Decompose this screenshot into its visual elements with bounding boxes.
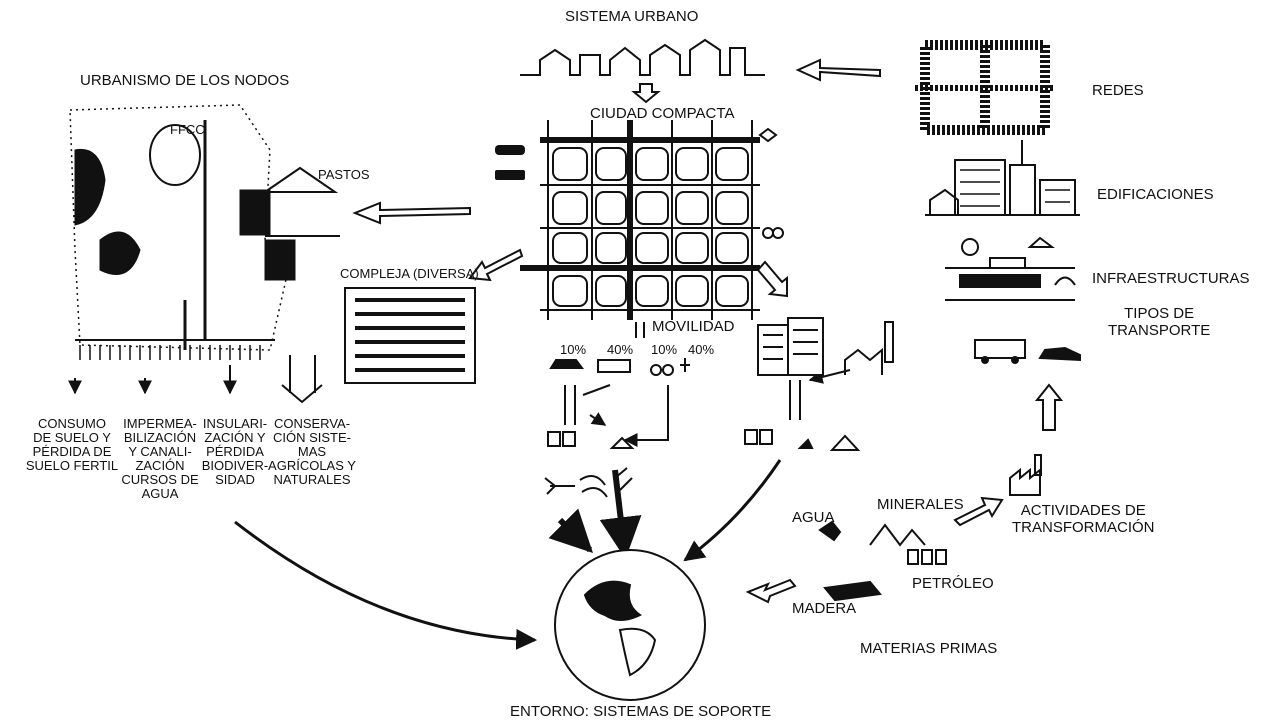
infraestructuras-sketch xyxy=(945,236,1076,301)
label-petroleo: PETRÓLEO xyxy=(912,575,994,592)
compleja-diversa-box xyxy=(344,287,476,384)
label-actividades-transformacion: ACTIVIDADES DE TRANSFORMACIÓN xyxy=(1012,502,1155,536)
edificaciones-sketch xyxy=(925,140,1080,216)
urban-skyline-sketch xyxy=(520,38,765,76)
label-pct-walk: 40% xyxy=(688,342,715,357)
label-materias-primas: MATERIAS PRIMAS xyxy=(860,640,998,657)
earth-globe xyxy=(554,549,706,701)
redes-to-urban-arrow xyxy=(795,58,881,82)
compleja-diversa-glyphs xyxy=(355,298,465,372)
label-sistema-urbano: SISTEMA URBANO xyxy=(565,8,699,25)
label-movilidad: MOVILIDAD xyxy=(652,318,735,335)
minerales-to-factory-arrow xyxy=(953,496,1004,527)
factory-sketch xyxy=(1009,454,1042,496)
label-entorno: ENTORNO: SISTEMAS DE SOPORTE xyxy=(510,703,772,720)
redes-network-sketch xyxy=(915,40,1055,135)
emission-sketch xyxy=(544,467,633,498)
label-pastos: PASTOS xyxy=(318,167,370,182)
label-infraestructuras: INFRAESTRUCTURAS xyxy=(1092,270,1250,287)
nodos-to-earth-curve xyxy=(234,520,538,650)
movilidad-icons xyxy=(549,322,690,376)
label-pct-bus: 40% xyxy=(607,342,634,357)
label-agua: AGUA xyxy=(792,509,835,526)
label-ciudad-compacta: CIUDAD COMPACTA xyxy=(590,105,735,122)
label-urbanismo-nodos: URBANISMO DE LOS NODOS xyxy=(80,72,290,89)
label-madera: MADERA xyxy=(792,600,857,617)
skyline-down-arrow xyxy=(631,83,661,104)
label-tipos-transporte: TIPOS DE TRANSPORTE xyxy=(1108,305,1211,339)
industrial-complex-sketch xyxy=(757,317,894,376)
label-minerales: MINERALES xyxy=(877,496,964,513)
emission-to-earth-arrow-1 xyxy=(548,508,593,553)
nodos-down-arrows xyxy=(68,355,323,404)
industry-to-earth-arrow xyxy=(683,459,782,562)
city-to-industry-arrow xyxy=(756,260,788,298)
label-pct-car: 10% xyxy=(560,342,587,357)
label-ffcc: FFCC xyxy=(170,122,205,137)
compact-city-grid xyxy=(520,120,760,320)
madera-to-earth-arrow xyxy=(745,578,797,604)
city-to-compleja-arrow xyxy=(468,248,524,282)
resource-icons xyxy=(547,429,861,451)
emission-to-earth-arrow-2 xyxy=(599,469,642,560)
urbanismo-nodos-sketch xyxy=(69,104,340,360)
label-consumo-suelo: CONSUMO DE SUELO Y PÉRDIDA DE SUELO FERT… xyxy=(25,416,119,473)
label-redes: REDES xyxy=(1092,82,1144,99)
label-pct-bike: 10% xyxy=(651,342,678,357)
label-impermeabilizacion: IMPERMEA- BILIZACIÓN Y CANALI- ZACIÓN CU… xyxy=(121,416,199,501)
compact-city-vehicles xyxy=(495,127,784,239)
label-edificaciones: EDIFICACIONES xyxy=(1097,186,1214,203)
raw-materials-sketch xyxy=(818,520,947,602)
flow-arrows xyxy=(564,369,851,447)
transport-types-sketch xyxy=(974,339,1081,364)
label-insularizacion: INSULARI- ZACIÓN Y PÉRDIDA BIODIVER- SID… xyxy=(201,416,269,487)
compact-city-blocks xyxy=(552,147,749,307)
city-to-nodos-arrow xyxy=(352,201,471,225)
label-conservacion: CONSERVA- CIÓN SISTE- MAS AGRÍCOLAS Y NA… xyxy=(268,416,356,487)
label-compleja-diversa: COMPLEJA (DIVERSA) xyxy=(340,266,479,281)
up-arrow-to-transport xyxy=(1034,383,1064,431)
